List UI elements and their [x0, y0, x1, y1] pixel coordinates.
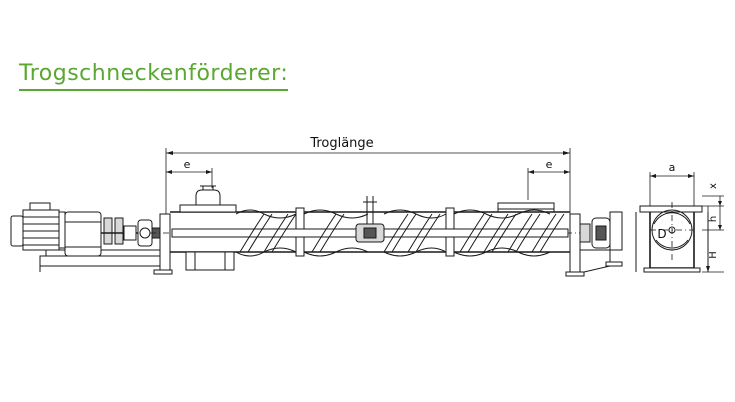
vertical-dimensions: x h H: [702, 183, 724, 273]
H-label: H: [708, 251, 719, 259]
a-label: a: [669, 161, 676, 174]
e-left-dimension: e: [166, 158, 213, 188]
a-dimension: a: [649, 161, 695, 206]
end-bearing: [579, 211, 623, 251]
x-label: x: [708, 183, 719, 189]
cross-section-view: D: [635, 202, 709, 273]
e-right-dimension: e: [527, 158, 570, 200]
D-label: D: [657, 227, 666, 241]
drive-unit: [10, 202, 169, 272]
hanger-bearing: [355, 196, 385, 243]
trough-length-dimension: Troglänge: [165, 136, 571, 215]
e-left-label: e: [184, 158, 191, 171]
h-label: h: [708, 216, 719, 222]
e-right-label: e: [546, 158, 553, 171]
screw-flights: [235, 209, 565, 257]
trough-length-label: Troglänge: [309, 136, 373, 151]
page-title: Trogschneckenförderer:: [19, 60, 289, 91]
